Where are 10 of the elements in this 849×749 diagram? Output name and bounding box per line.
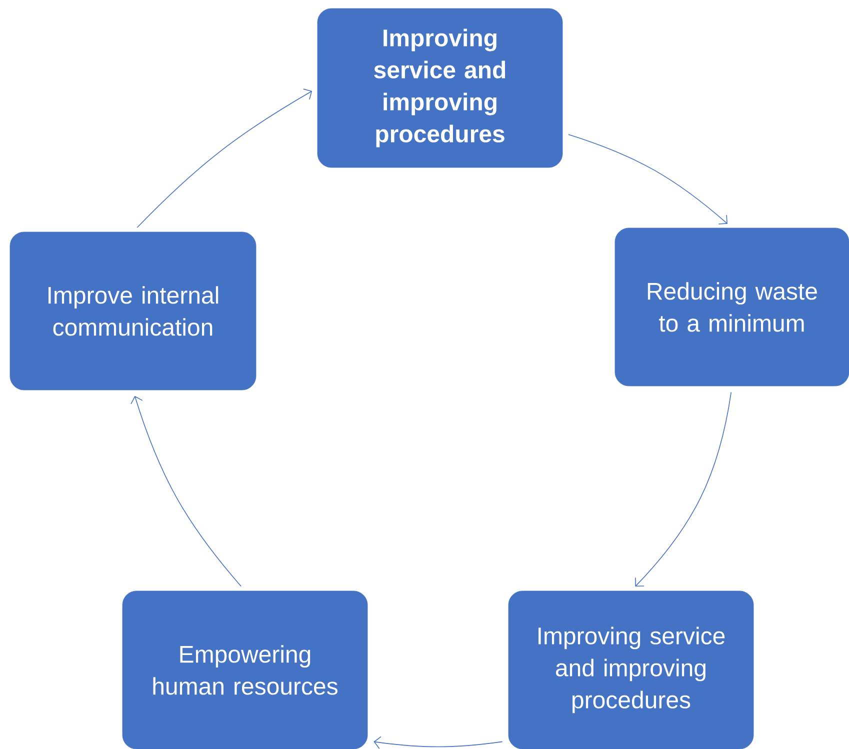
process-box: Empowering human resources — [122, 590, 368, 749]
arrow — [130, 396, 242, 587]
arrow — [568, 134, 728, 224]
process-box: Reducing waste to a minimum — [614, 228, 849, 386]
arrow — [136, 88, 312, 228]
process-box: Improve internal communication — [10, 232, 256, 390]
arrow — [374, 736, 503, 749]
process-box: Improving service and improving procedures — [317, 8, 563, 168]
arrow — [635, 392, 732, 586]
process-box: Improving service and improving procedures — [508, 590, 754, 749]
